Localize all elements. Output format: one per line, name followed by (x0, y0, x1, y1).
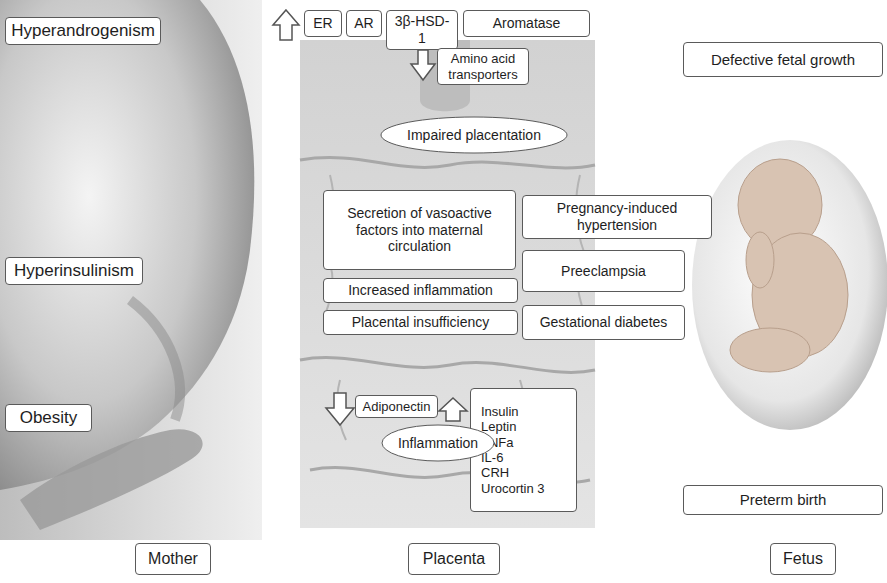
node-text: Aromatase (493, 15, 561, 32)
node-text: Inflammation (398, 435, 478, 452)
node-text: IL-6 (481, 450, 545, 465)
label-box: Amino acid transporters (437, 48, 529, 85)
label-box: Hyperinsulinism (5, 257, 143, 285)
label-box: Mother (135, 543, 211, 575)
node-text: Preeclampsia (561, 263, 646, 280)
label-box: Placental insufficiency (323, 310, 518, 335)
label-box: Pregnancy-induced hypertension (522, 195, 712, 239)
node-text: Placenta (423, 550, 485, 569)
node-text: Gestational diabetes (540, 314, 668, 331)
label-box: AR (346, 10, 382, 37)
node-text: AR (354, 15, 373, 32)
label-box: Gestational diabetes (522, 305, 685, 340)
label-box: Increased inflammation (323, 278, 518, 303)
label-box: ER (304, 10, 342, 37)
label-box: Preeclampsia (522, 250, 685, 292)
label-box: Fetus (770, 543, 836, 575)
belly (0, 0, 254, 490)
node-text: Mother (148, 550, 198, 569)
node-text: Obesity (20, 408, 78, 428)
hand (20, 429, 203, 530)
node-text: Preterm birth (740, 491, 827, 509)
photo-ground (0, 0, 262, 540)
node-text: Urocortin 3 (481, 481, 545, 496)
node-text: Insulin (481, 404, 545, 419)
label-box: Hyperandrogenism (5, 17, 161, 45)
node-text: Fetus (783, 550, 823, 569)
label-box: Defective fetal growth (683, 42, 883, 77)
process-ellipse: Inflammation (381, 424, 495, 462)
label-box: Aromatase (463, 10, 590, 37)
node-text: CRH (481, 465, 545, 480)
label-box: Placenta (408, 543, 500, 575)
fetus-figure (730, 159, 848, 372)
node-text: Defective fetal growth (711, 51, 855, 69)
node-text: Leptin (481, 419, 545, 434)
tissue-line (300, 358, 595, 373)
node-text: Placental insufficiency (352, 314, 489, 331)
node-text: Impaired placentation (407, 127, 541, 144)
label-box: Obesity (5, 404, 92, 432)
node-text: ER (313, 15, 332, 32)
womb (692, 140, 887, 430)
node-text: Increased inflammation (348, 282, 493, 299)
node-text: 3β-HSD-1 (392, 13, 452, 46)
label-box: Adiponectin (355, 395, 438, 418)
node-text: Secretion of vasoactive factors into mat… (329, 205, 510, 255)
label-box: 3β-HSD-1 (386, 10, 458, 50)
label-box: Preterm birth (683, 485, 883, 515)
node-text: Amino acid transporters (443, 51, 523, 82)
node-text: Adiponectin (363, 399, 431, 414)
hand-shadow (130, 300, 180, 420)
node-text: Hyperinsulinism (14, 261, 134, 281)
label-box: Secretion of vasoactive factors into mat… (323, 190, 516, 270)
process-ellipse: Impaired placentation (380, 116, 568, 154)
node-text: Pregnancy-induced hypertension (528, 200, 706, 233)
tissue-line (300, 158, 595, 168)
node-text: Hyperandrogenism (11, 21, 155, 41)
